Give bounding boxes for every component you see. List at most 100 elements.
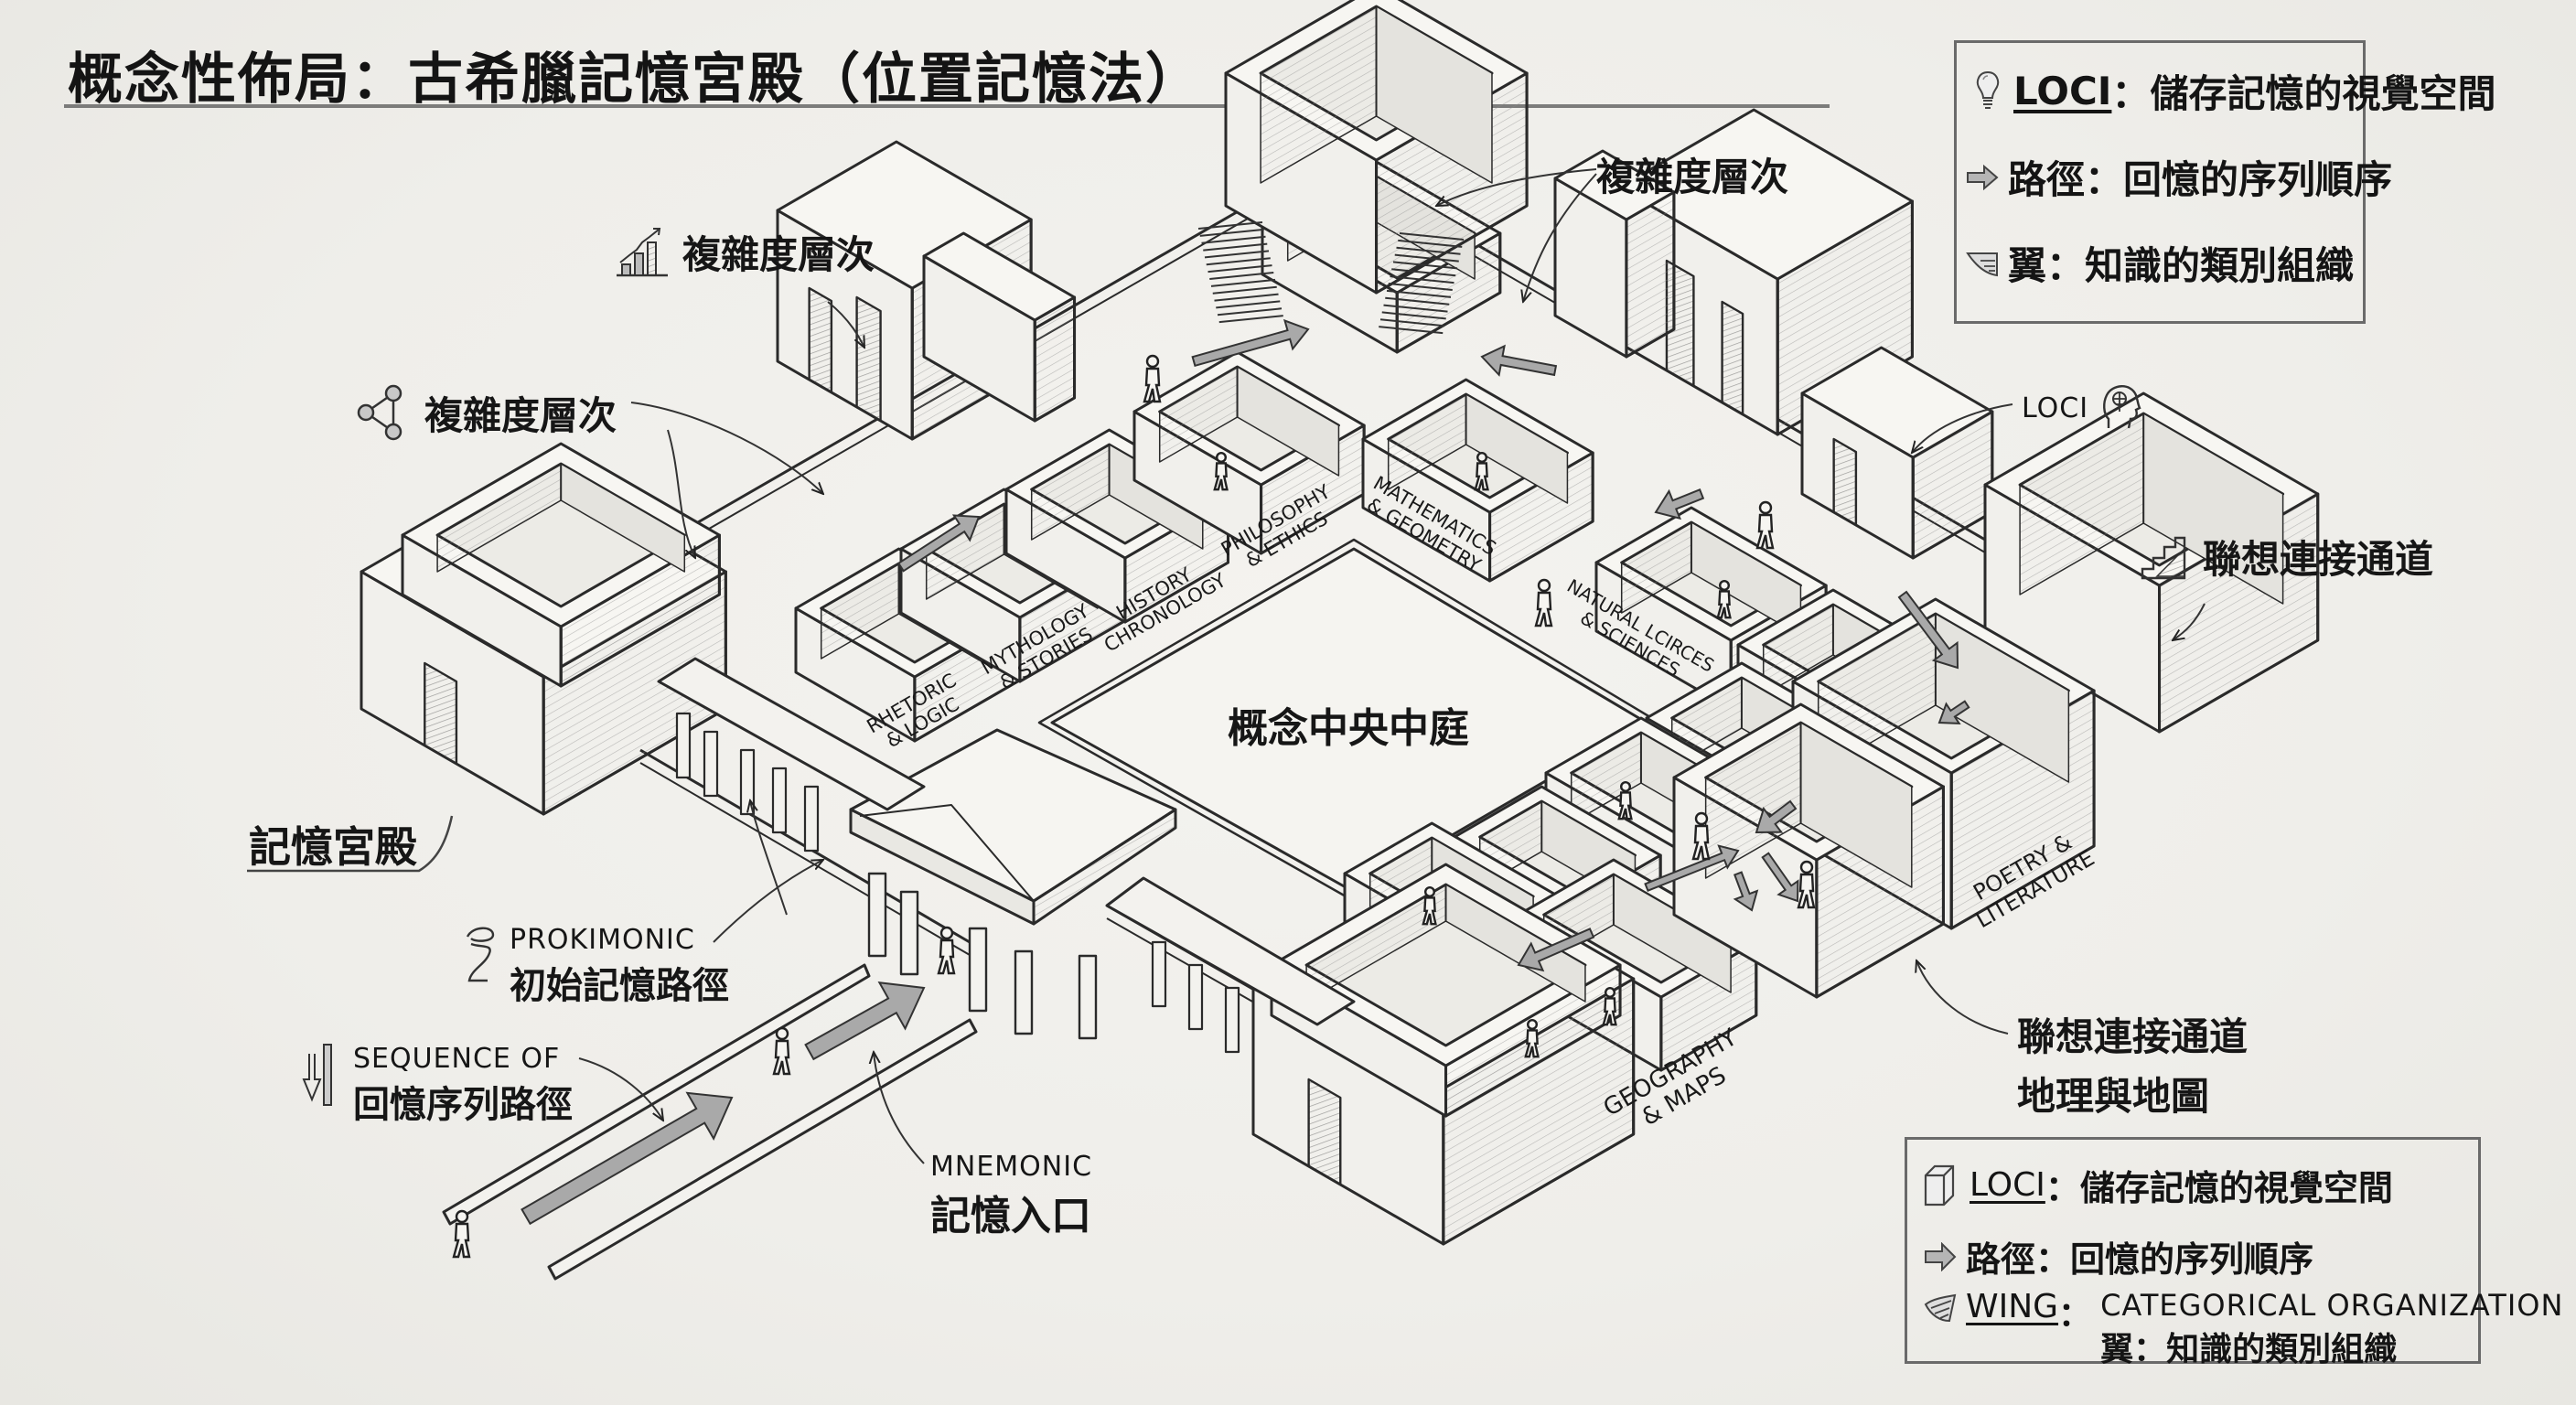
stair-step: [1204, 250, 1270, 259]
corridor-arrow-se: [1755, 799, 1798, 834]
legend-desc: 儲存記憶的視覺空間: [2079, 1168, 2393, 1208]
doorway: [808, 286, 833, 394]
west-colonnade-roof: [657, 657, 926, 811]
box-top-face: [1553, 149, 1676, 221]
brain-head-icon: [2103, 385, 2141, 429]
stair-step: [1390, 275, 1454, 284]
lightbulb-icon: [1976, 70, 2000, 109]
temple-column: [968, 927, 988, 1013]
doorway: [424, 661, 458, 766]
colonnade-column: [703, 730, 719, 798]
person-head: [1423, 886, 1435, 898]
stair-step: [1385, 296, 1450, 306]
person-body: [1602, 997, 1617, 1026]
wing-icon: [1924, 1293, 1957, 1323]
stair-step: [1379, 318, 1445, 327]
person-body: [772, 1039, 791, 1076]
walking-person: [1143, 354, 1162, 403]
annotation-zh: 初始記憶路徑: [510, 965, 729, 1007]
doorway: [855, 295, 882, 423]
person-body: [1534, 591, 1553, 627]
walking-person: [1422, 886, 1437, 926]
legend-key: 路徑: [1966, 1239, 2036, 1280]
corridor-arrow-top-left: [1191, 318, 1310, 368]
person-head: [1758, 500, 1773, 515]
doorway: [1307, 1078, 1342, 1186]
walking-person: [1602, 986, 1617, 1026]
legend-item-path: 路徑 ： 回憶的序列順序: [1924, 1231, 2313, 1282]
person-head: [1799, 860, 1814, 874]
legend-sep: ：: [2035, 1239, 2071, 1280]
spiral-path-icon: [466, 927, 495, 982]
walking-person: [1691, 811, 1711, 861]
legend-sep: ：: [2045, 1168, 2080, 1208]
title-underline: [64, 104, 1830, 108]
person-body: [1716, 590, 1732, 619]
sequence-arrow-1: [521, 1091, 734, 1226]
person-head: [1476, 452, 1487, 464]
legend-desc-zh: 翼：知識的類別組織: [2100, 1331, 2398, 1368]
temple-column: [1078, 954, 1098, 1040]
leader-line: [874, 1052, 925, 1164]
stair-step: [1208, 264, 1272, 273]
person-head: [939, 926, 954, 940]
legend-desc: CATEGORICAL ORGANIZATION: [2100, 1288, 2564, 1323]
person-body: [452, 1222, 471, 1259]
legend-desc: 回憶的序列順序: [2070, 1239, 2314, 1280]
walking-person: [1755, 500, 1775, 550]
box-top-face: [1617, 108, 1914, 281]
locus-room-3: [1132, 350, 1366, 555]
corridor-arrow-top-right: [1480, 344, 1558, 377]
right-staircase: [1379, 232, 1465, 335]
stair-step: [1394, 253, 1459, 263]
stair-step: [1203, 242, 1268, 252]
leader-line: [713, 860, 823, 943]
person-head: [1215, 452, 1227, 464]
south-east-arch-building: [1672, 702, 1945, 999]
arrow-right-icon: [1967, 164, 1999, 190]
corridor-arrow-se-2: [1644, 844, 1740, 893]
stair-step: [1199, 228, 1264, 237]
entrance-paths: [442, 963, 978, 1281]
temple-column: [1014, 949, 1034, 1035]
legend-key: 路徑: [2008, 157, 2086, 202]
annotation-complexity-left: 複雜度層次: [355, 384, 617, 441]
leader-line: [1916, 960, 2009, 1035]
person-head: [1145, 354, 1160, 369]
annotation-line2: 地理與地圖: [2017, 1074, 2210, 1119]
walking-person: [772, 1026, 791, 1076]
colonnade-column: [803, 785, 820, 853]
leader-line: [1436, 168, 1597, 206]
annotation-zh: 回憶序列路徑: [353, 1084, 573, 1126]
colonnade-column: [771, 767, 788, 834]
stair-step: [1379, 326, 1444, 335]
legend-sep: ：: [2085, 157, 2124, 202]
corridor-arrow-down-2: [1733, 871, 1759, 912]
leader-line: [630, 402, 823, 494]
stair-step: [1398, 239, 1463, 248]
page-title: 概念性佈局：古希臘記憶宮殿（位置記憶法）: [68, 48, 1202, 112]
temple-column: [899, 890, 919, 976]
legend-item-loci: LOCI ： 儲存記憶的視覺空間: [1975, 63, 2496, 119]
walking-person: [1797, 860, 1816, 909]
south-tower-top: [1270, 863, 1622, 1118]
leader-line: [667, 429, 695, 558]
colonnade-column: [1187, 963, 1204, 1031]
north-east-annex: [1553, 149, 1676, 359]
walking-person: [1524, 1018, 1540, 1058]
left-staircase: [1197, 221, 1283, 324]
person-head: [1694, 811, 1709, 826]
person-head: [1537, 578, 1551, 593]
annotation-text: 複雜度層次: [682, 232, 875, 277]
corridor-arrow-east-2: [1937, 700, 1970, 724]
legend-desc: 知識的類別組織: [2085, 243, 2355, 288]
west-palace-tower-top: [401, 442, 721, 688]
stair-step: [1201, 235, 1266, 244]
legend-sep: ：: [2111, 71, 2151, 116]
legend-item-path: 路徑 ： 回憶的序列順序: [1966, 149, 2392, 205]
bar-chart-growth-icon: [617, 227, 668, 276]
annotation-en: SEQUENCE OF: [353, 1043, 561, 1075]
east-tower: [1983, 391, 2320, 734]
